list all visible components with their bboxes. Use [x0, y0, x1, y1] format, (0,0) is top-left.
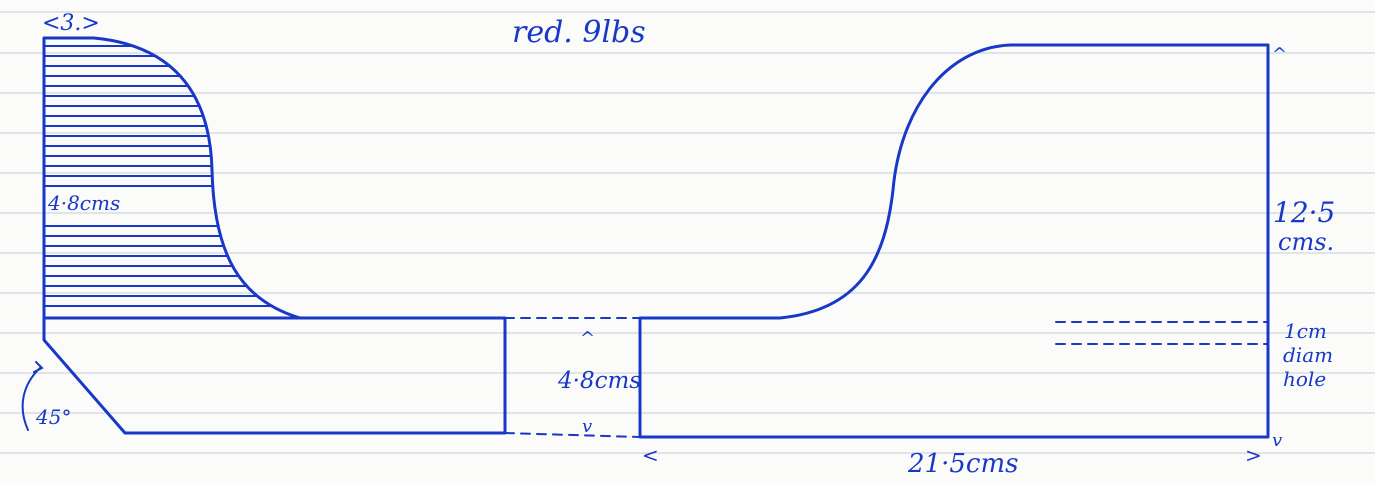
height-arrow-up: ^	[1272, 44, 1287, 65]
height-arrow-down: v	[1272, 430, 1282, 451]
hole-size-label: 1cm	[1284, 319, 1327, 343]
right-piece-outline	[638, 43, 1270, 439]
height-label: 12·5	[1273, 196, 1335, 229]
shaded-area	[44, 45, 300, 307]
slot-height-label: 4·8cms	[557, 368, 641, 394]
slot-arrow-down: v	[582, 416, 592, 437]
angle-arc-head	[33, 361, 44, 373]
slot-bottom-dash	[504, 432, 641, 438]
angle-label: 45°	[35, 405, 71, 429]
shaded-width-label: 4·8cms	[47, 191, 120, 215]
top-width-label: <3.>	[42, 11, 100, 36]
hole-diam-label: diam	[1283, 343, 1333, 367]
angle-arc	[21, 367, 41, 431]
hole-word-label: hole	[1283, 367, 1326, 391]
length-arrow-left: <	[642, 443, 659, 467]
length-label: 21·5cms	[907, 449, 1018, 479]
height-unit-label: cms.	[1278, 228, 1334, 256]
left-piece-outline	[42, 36, 507, 435]
slot-arrow-up: ^	[580, 328, 595, 349]
ruled-lines	[0, 11, 1375, 454]
length-arrow-right: >	[1245, 443, 1262, 467]
title-text: red. 9lbs	[512, 15, 646, 50]
